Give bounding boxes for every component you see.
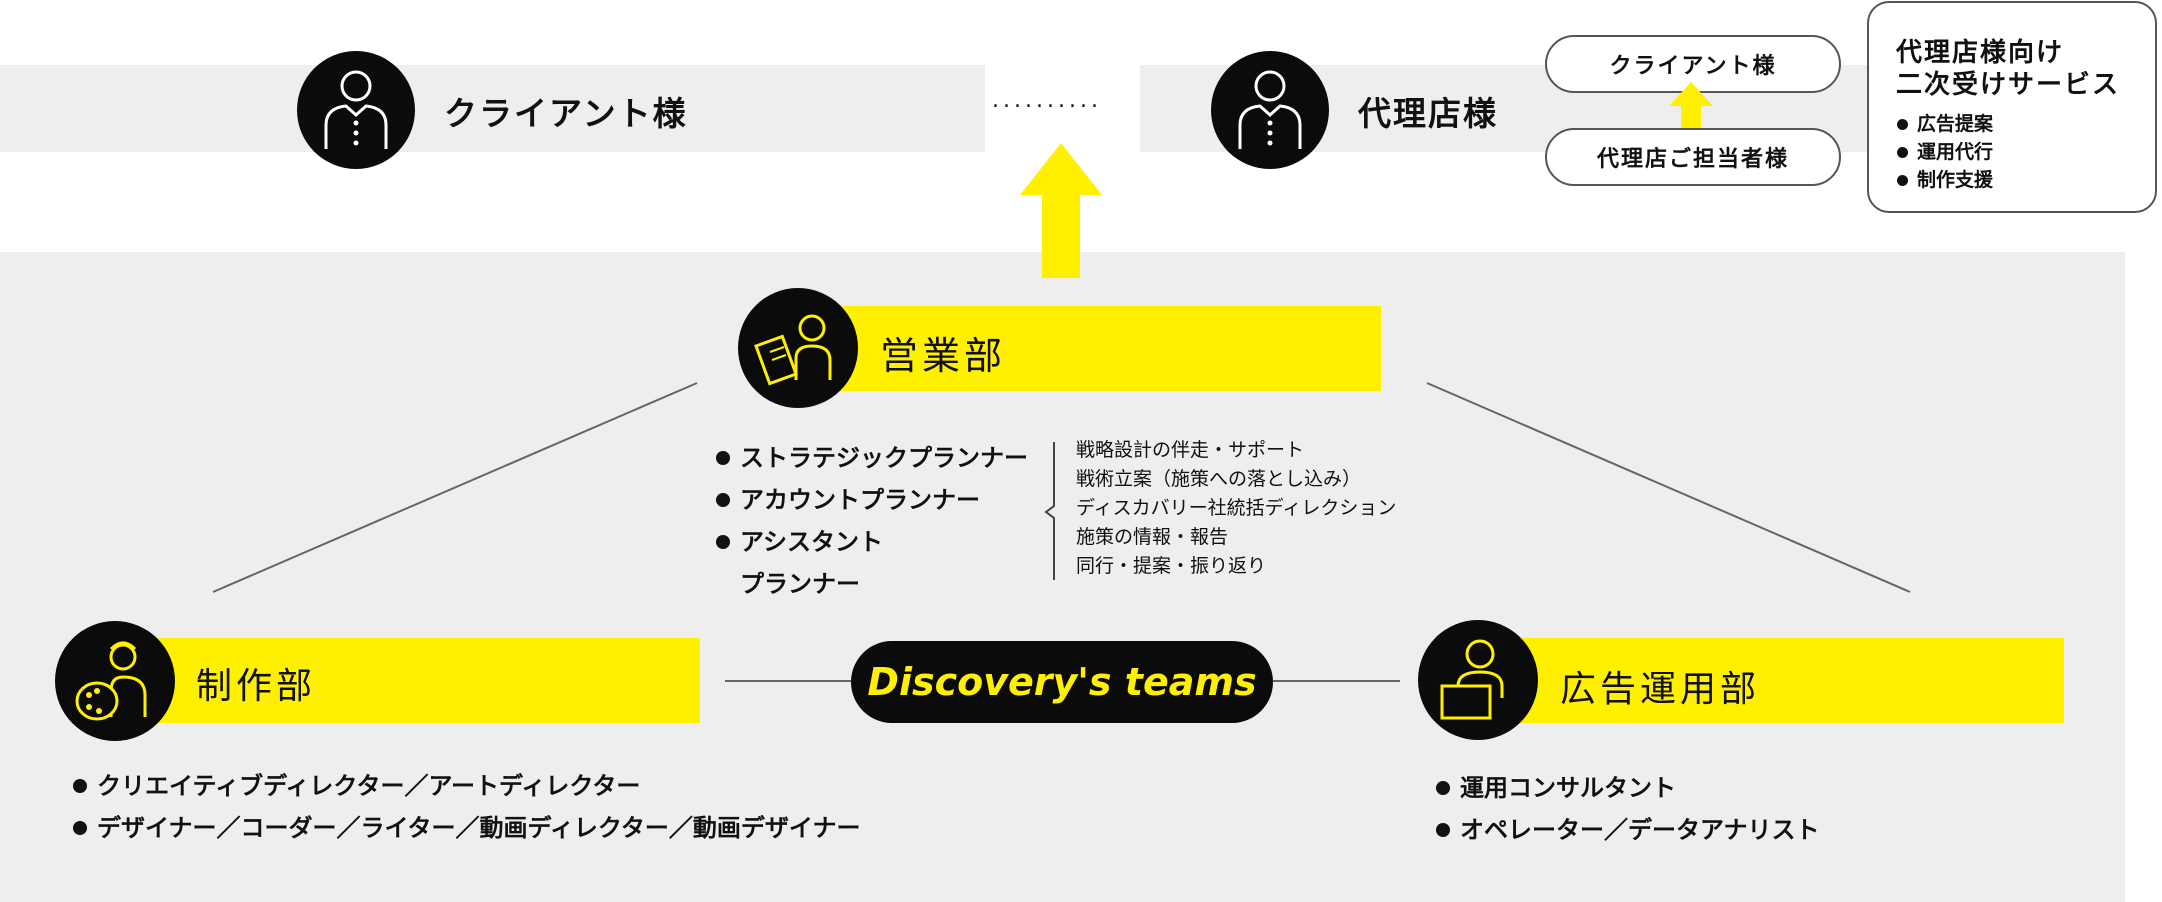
agency-label: 代理店様 <box>1358 94 1498 133</box>
client-label: クライアント様 <box>444 94 688 133</box>
ads-roles: 運用コンサルタント オペレーター／データアナリスト <box>1436 767 1820 851</box>
list-item: クリエイティブディレクター／アートディレクター <box>73 765 860 807</box>
list-item: 同行・提案・振り返り <box>1076 555 1267 577</box>
discovery-teams-badge: Discovery's teams <box>851 641 1273 723</box>
sales-bar <box>795 306 1381 391</box>
service-box-title-2: 二次受けサービス <box>1896 70 2121 100</box>
document-person-icon <box>754 314 832 386</box>
client-avatar <box>297 51 415 169</box>
flow-arrow-up <box>1669 82 1713 136</box>
sales-label: 営業部 <box>880 334 1007 378</box>
creative-bar <box>112 638 700 723</box>
client-agency-connector: .......... <box>992 88 1102 113</box>
list-item: 戦略設計の伴走・サポート <box>1076 439 1305 461</box>
person-icon <box>1238 70 1302 149</box>
list-item: 戦術立案（施策への落とし込み） <box>1076 468 1362 490</box>
ads-avatar <box>1418 620 1538 740</box>
ads-label: 広告運用部 <box>1560 669 1761 710</box>
flow-agency-contact-pill: 代理店ご担当者様 <box>1545 128 1841 186</box>
agency-avatar <box>1211 51 1329 169</box>
list-item: 施策の情報・報告 <box>1076 526 1229 548</box>
person-icon <box>324 70 388 149</box>
list-item: プランナー <box>740 570 860 598</box>
list-item: ディスカバリー社統括ディレクション <box>1076 497 1397 519</box>
service-box-title-1: 代理店様向け <box>1896 38 2065 68</box>
list-item: 広告提案 <box>1897 110 1993 138</box>
list-item: 運用代行 <box>1897 138 1993 166</box>
list-item: ストラテジックプランナー <box>716 437 1028 479</box>
sales-roles: ストラテジックプランナー アカウントプランナー アシスタント プランナー <box>716 437 1028 605</box>
creative-label: 制作部 <box>196 666 317 707</box>
list-item: 制作支援 <box>1897 166 1993 194</box>
laptop-person-icon <box>1440 639 1504 720</box>
creative-roles: クリエイティブディレクター／アートディレクター デザイナー／コーダー／ライター／… <box>73 765 860 849</box>
creative-avatar <box>55 621 175 741</box>
list-item: アシスタント <box>716 521 1028 563</box>
list-item: オペレーター／データアナリスト <box>1436 809 1820 851</box>
list-item: アカウントプランナー <box>716 479 1028 521</box>
ads-bar <box>1478 638 2064 723</box>
flow-client-pill: クライアント様 <box>1545 35 1841 93</box>
agency-service-box <box>1867 1 2157 213</box>
list-item: 運用コンサルタント <box>1436 767 1820 809</box>
top-band-left <box>0 65 985 152</box>
sales-tasks: 戦略設計の伴走・サポート 戦術立案（施策への落とし込み） ディスカバリー社統括デ… <box>1076 436 1396 581</box>
upward-arrow <box>1020 143 1102 278</box>
list-item: デザイナー／コーダー／ライター／動画ディレクター／動画デザイナー <box>73 807 860 849</box>
service-box-items: 広告提案 運用代行 制作支援 <box>1897 110 1993 194</box>
tasks-brace <box>1044 442 1055 580</box>
palette-person-icon <box>75 641 147 721</box>
sales-avatar <box>738 288 858 408</box>
